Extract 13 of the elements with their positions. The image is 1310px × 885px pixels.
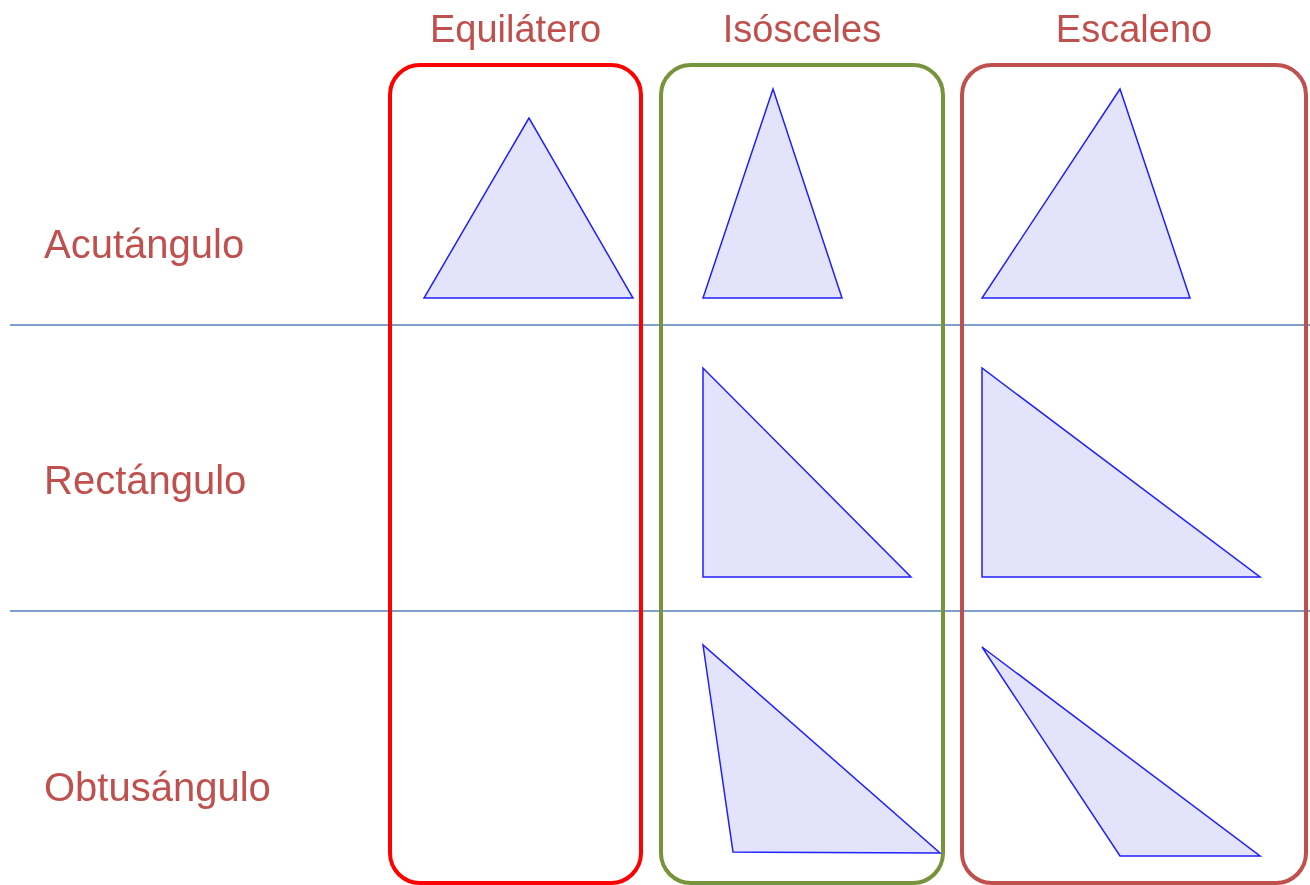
column-heading: Equilátero	[428, 7, 603, 52]
obtuse-triangle	[701, 643, 942, 855]
right-triangle	[980, 366, 1262, 579]
row-label: Rectángulo	[44, 457, 247, 504]
acute-triangle	[701, 87, 844, 300]
column-heading: Escaleno	[1054, 7, 1214, 52]
obtuse-triangle	[980, 645, 1262, 858]
right-triangle	[701, 366, 913, 579]
acute-triangle	[980, 87, 1192, 300]
column-heading: Isósceles	[721, 7, 883, 52]
row-label: Obtusángulo	[44, 764, 271, 811]
row-label: Acutángulo	[44, 221, 245, 268]
equilateral-triangle	[422, 116, 635, 300]
